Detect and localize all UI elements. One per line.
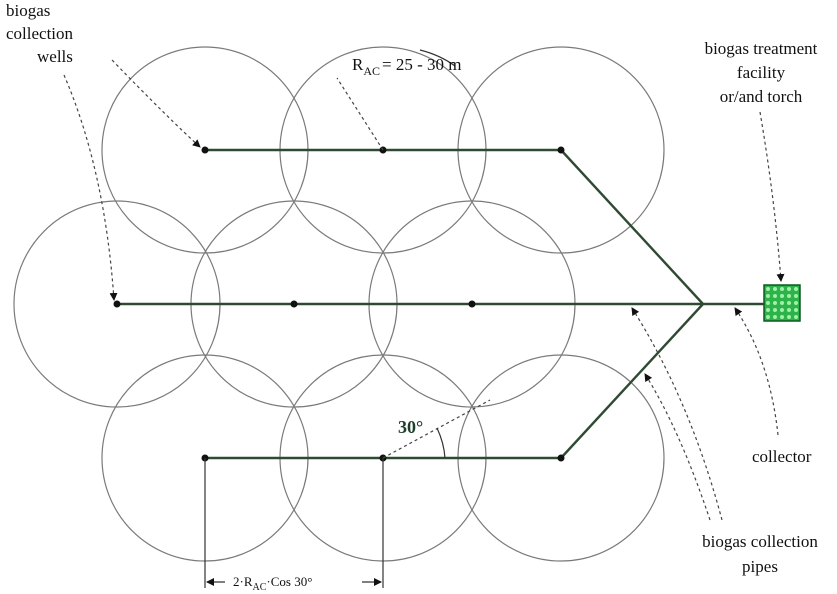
radius-line [336, 77, 384, 151]
facility-arrow [759, 111, 785, 282]
angle-line [382, 399, 491, 459]
pipes-label: pipes [742, 557, 778, 576]
well [290, 300, 298, 308]
collector-label: collector [752, 447, 812, 466]
radius-label: RAC= 25 - 30 m [352, 55, 462, 78]
facility-dot [780, 315, 784, 319]
facility-dot [773, 315, 777, 319]
angle-label: 30° [398, 417, 423, 437]
facility-dot [780, 294, 784, 298]
pipes-label: biogas collection [702, 532, 818, 551]
top-branch-pipe [560, 149, 704, 305]
facility-dot [766, 308, 770, 312]
wells-arrow-left [63, 74, 118, 301]
angle-arc [436, 427, 446, 459]
callout-arrows [63, 59, 785, 521]
facility-dot [766, 315, 770, 319]
well [557, 454, 565, 462]
facility-dot [773, 301, 777, 305]
facility-dot [766, 287, 770, 291]
facility-dot [780, 287, 784, 291]
facility-dot [780, 301, 784, 305]
facility-dot [766, 301, 770, 305]
facility-dot [794, 294, 798, 298]
wells-label: wells [37, 47, 73, 66]
well [201, 146, 209, 154]
facility-dot [780, 308, 784, 312]
treatment-facility [763, 284, 801, 322]
spacing-label: 2·RAC·Cos 30° [233, 574, 312, 593]
facility-dot [794, 287, 798, 291]
collector-arrow [734, 307, 779, 436]
facility-dot [787, 301, 791, 305]
wells-label: collection [6, 24, 74, 43]
facility-dot-grid [766, 287, 798, 319]
facility-label: biogas treatment [705, 39, 818, 58]
facility-dot [773, 294, 777, 298]
facility-dot [787, 294, 791, 298]
pipes-arrow-lower [644, 373, 711, 521]
facility-dot [773, 308, 777, 312]
bottom-branch-pipe [560, 303, 704, 459]
facility-dot [794, 308, 798, 312]
facility-dot [766, 294, 770, 298]
facility-dot [787, 308, 791, 312]
well [557, 146, 565, 154]
facility-dot [794, 315, 798, 319]
pipes-arrow-upper [631, 307, 723, 521]
facility-dot [787, 315, 791, 319]
facility-dot [787, 287, 791, 291]
collection-pipes [117, 148, 764, 460]
well [113, 300, 121, 308]
wells-label: biogas [6, 1, 50, 20]
facility-label: facility [737, 63, 786, 82]
well [468, 300, 476, 308]
facility-dot [773, 287, 777, 291]
wells-arrow-top [111, 59, 201, 148]
facility-dot [794, 301, 798, 305]
radius-label-leader [419, 49, 456, 67]
spacing-dimension: 2·RAC·Cos 30° [204, 458, 384, 593]
facility-label: or/and torch [720, 87, 803, 106]
